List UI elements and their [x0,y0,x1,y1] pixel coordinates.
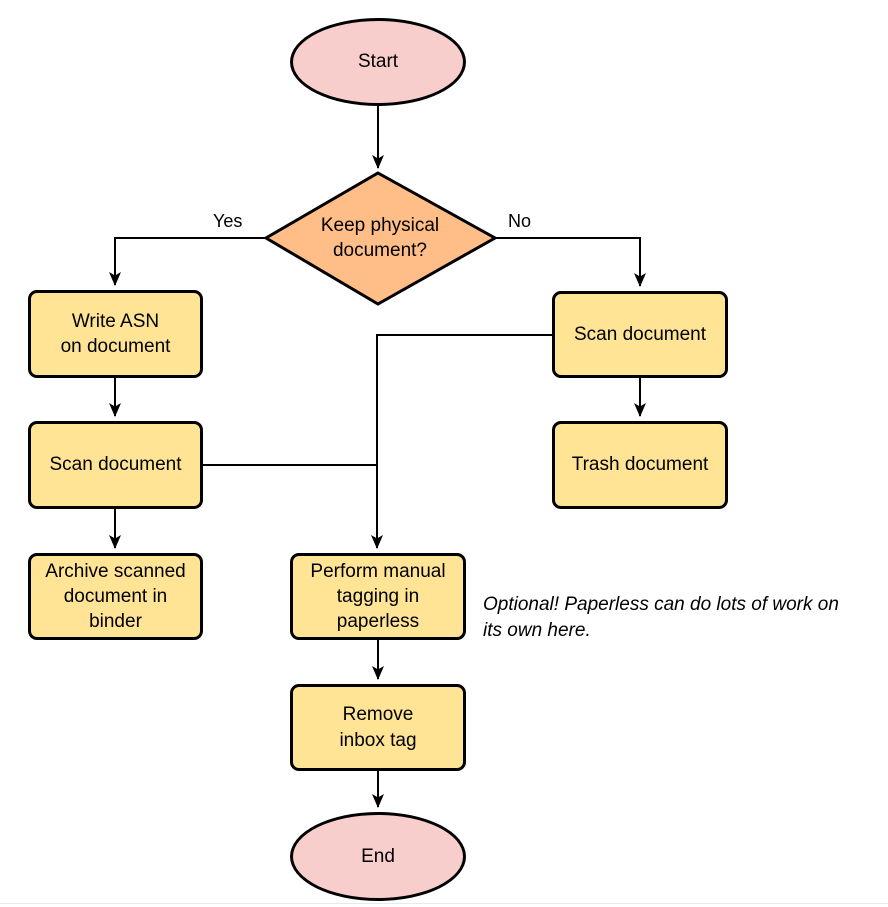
node-scan-document-right: Scan document [552,291,728,378]
node-decision-label: Keep physical document? [320,215,440,262]
node-perform-tagging: Perform manual tagging in paperless [290,553,466,640]
node-scan-document-left-label: Scan document [49,454,182,476]
node-write-asn: Write ASN on document [28,290,203,378]
node-archive-binder: Archive scanned document in binder [28,553,203,640]
node-remove-inbox-tag: Remove inbox tag [290,684,466,771]
node-scan-document-left: Scan document [28,421,203,509]
node-trash-document: Trash document [552,421,728,509]
node-perform-tagging-label: Perform manual tagging in paperless [310,560,446,633]
node-start-label: Start [357,51,399,73]
node-trash-document-label: Trash document [571,454,709,476]
node-start: Start [290,18,466,106]
node-archive-binder-label: Archive scanned document in binder [45,560,186,633]
edge-label-yes: Yes [213,211,243,231]
node-remove-inbox-tag-label: Remove inbox tag [339,704,417,751]
bottom-divider [0,903,888,904]
optional-note: Optional! Paperless can do lots of work … [483,594,839,641]
edge-no-branch [496,237,646,287]
node-end: End [290,812,466,901]
node-scan-document-right-label: Scan document [573,323,707,345]
edge-yes-branch [109,237,265,286]
edge-label-no: No [508,211,532,231]
edge-scanright-to-tagging [371,334,552,549]
node-end-label: End [361,845,395,867]
node-write-asn-label: Write ASN on document [60,310,171,357]
